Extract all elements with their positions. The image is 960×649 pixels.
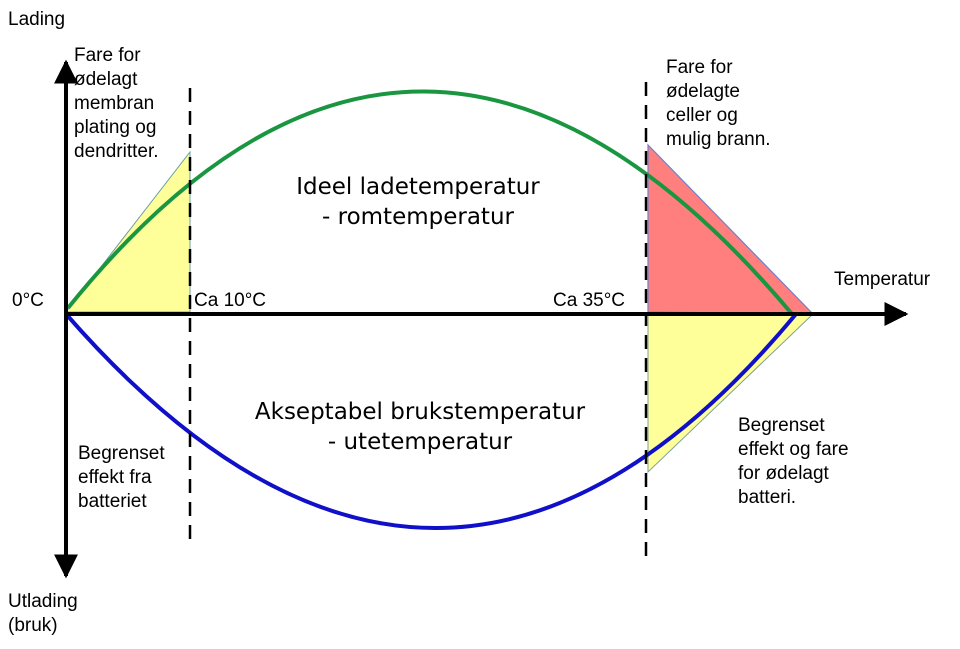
charge-curve <box>66 89 794 316</box>
cold-charge-note: Fare for ødelagt membran plating og dend… <box>74 45 159 162</box>
hot-charge-danger-region <box>647 143 815 315</box>
acceptable-use-label: Akseptabel brukstemperatur - utetemperat… <box>254 399 586 455</box>
ideal-charge-label: Ideel ladetemperatur - romtemperatur <box>296 174 540 230</box>
cold-use-note: Begrenset effekt fra batteriet <box>78 443 165 512</box>
y-axis-bottom-label: Utlading (bruk) <box>8 591 78 636</box>
x-axis-label: Temperatur <box>834 269 931 290</box>
tick-label-35c: Ca 35°C <box>553 290 626 311</box>
hot-use-note: Begrenset effekt og fare for ødelagt bat… <box>738 415 849 508</box>
hot-charge-note: Fare for ødelagte celler og mulig brann. <box>666 57 771 150</box>
origin-label: 0°C <box>12 290 44 311</box>
use-curve <box>64 312 798 530</box>
tick-label-10c: Ca 10°C <box>194 290 267 311</box>
y-axis-top-label: Lading <box>8 9 66 30</box>
